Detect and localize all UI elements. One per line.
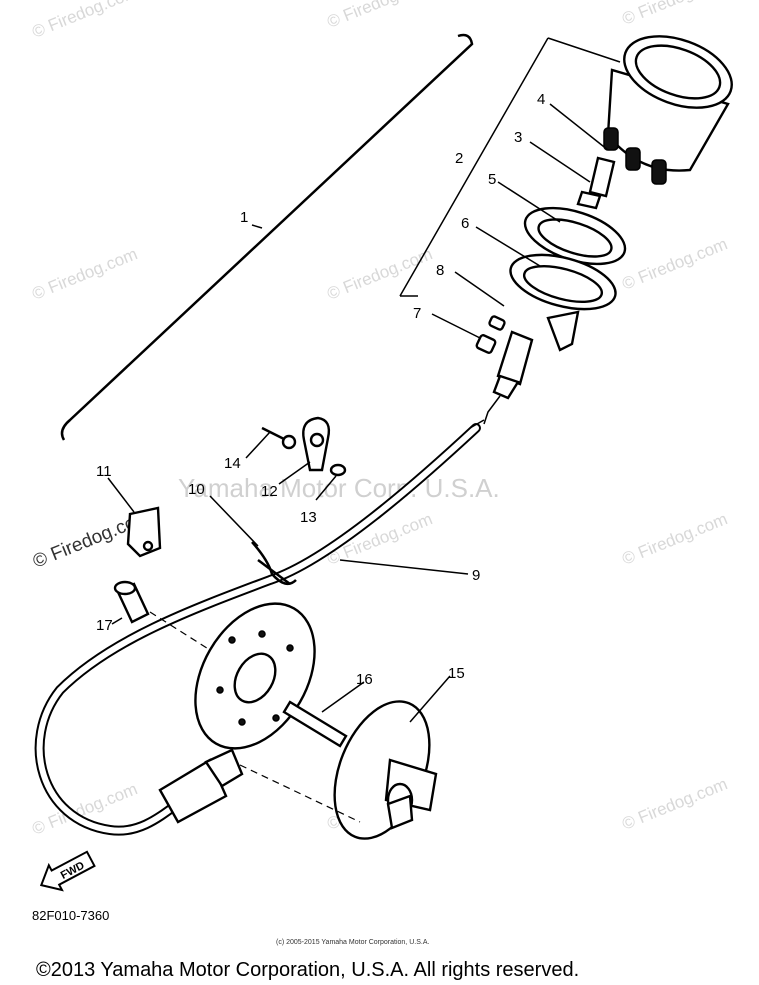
callout-7: 7 xyxy=(413,305,421,322)
watermark: © Firedog.com xyxy=(619,0,730,29)
screw xyxy=(261,426,297,450)
watermark: © Firedog.com xyxy=(619,509,730,568)
callout-16: 16 xyxy=(356,671,373,688)
grommet xyxy=(113,580,150,624)
speedometer-gear-unit xyxy=(333,700,438,840)
washer-small xyxy=(329,463,347,477)
cable-clamp xyxy=(251,541,297,586)
callout-10: 10 xyxy=(188,481,205,498)
callout-15: 15 xyxy=(448,665,465,682)
watermark: © Firedog.com xyxy=(324,244,435,303)
watermark: © Firedog.com xyxy=(29,244,140,303)
speedometer-unit xyxy=(603,35,733,185)
watermark: © Firedog.com xyxy=(324,0,435,32)
cable-guide xyxy=(126,506,162,558)
dashed-leaders xyxy=(149,611,361,823)
callout-6: 6 xyxy=(461,215,469,232)
diagram-code: 82F010-7360 xyxy=(32,908,109,923)
leader-lines xyxy=(107,103,609,723)
callout-11: 11 xyxy=(96,463,112,480)
callout-13: 13 xyxy=(300,509,317,526)
washer xyxy=(488,315,506,331)
callouts: 1 2 3 4 5 6 7 8 9 10 11 12 13 14 15 16 1… xyxy=(96,91,545,688)
callout-1: 1 xyxy=(240,209,248,226)
bulb-socket xyxy=(576,156,616,210)
forward-arrow: FWD xyxy=(39,850,96,892)
small-copyright: (c) 2005-2015 Yamaha Motor Corporation, … xyxy=(276,939,429,946)
lamp-socket xyxy=(483,330,534,425)
watermark: © Firedog.com xyxy=(619,234,730,293)
callout-3: 3 xyxy=(514,129,522,146)
clamp-bracket xyxy=(302,416,331,472)
meter-bracket xyxy=(509,253,617,352)
callout-12: 12 xyxy=(261,483,278,500)
callout-14: 14 xyxy=(224,455,241,472)
nut xyxy=(475,334,497,354)
callout-5: 5 xyxy=(488,171,496,188)
callout-17: 17 xyxy=(96,617,113,634)
footer-copyright: ©2013 Yamaha Motor Corporation, U.S.A. A… xyxy=(36,959,579,981)
callout-9: 9 xyxy=(472,567,480,584)
assembly-bracket xyxy=(60,33,474,441)
watermark: © Firedog.com xyxy=(29,0,140,42)
callout-8: 8 xyxy=(436,262,444,279)
callout-4: 4 xyxy=(537,91,545,108)
cushion-ring xyxy=(523,206,627,266)
drive-shaft xyxy=(282,700,348,748)
callout-2: 2 xyxy=(455,150,463,167)
subassembly-bracket xyxy=(399,37,621,297)
watermark-yamaha: Yamaha Motor Corp. U.S.A. xyxy=(178,473,500,503)
watermark: © Firedog.com xyxy=(619,774,730,833)
cable-end-fitting xyxy=(158,748,244,824)
